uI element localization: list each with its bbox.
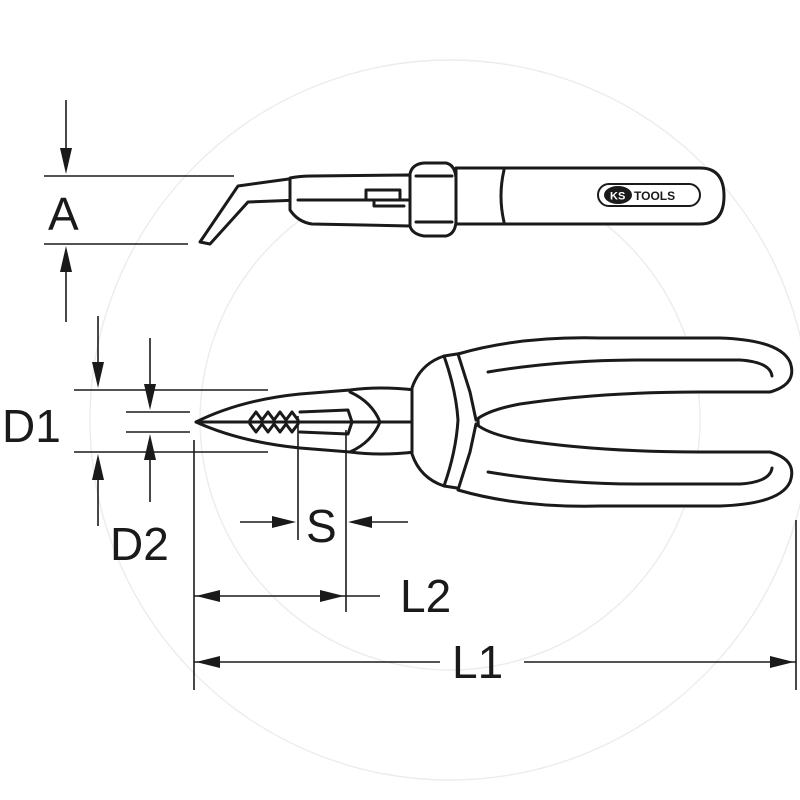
watermark-circle bbox=[89, 59, 800, 781]
top-view bbox=[194, 336, 794, 508]
cutting-edge bbox=[298, 408, 354, 436]
handle-lower bbox=[456, 422, 794, 508]
joint-curve bbox=[348, 390, 382, 454]
dimension-l2: L2 bbox=[193, 440, 451, 690]
dimension-s: S bbox=[240, 416, 408, 612]
logo-text-ks: KS bbox=[610, 191, 625, 203]
handle-upper-grip-line bbox=[486, 358, 774, 378]
side-view: KS TOOLS bbox=[198, 161, 726, 246]
label-d1: D1 bbox=[2, 400, 61, 452]
dim-a-arrow-up bbox=[60, 246, 72, 272]
dim-s-arrow-left bbox=[348, 516, 372, 528]
dim-s-arrow-right bbox=[272, 516, 296, 528]
bent-nose-tip bbox=[198, 176, 302, 246]
dimension-a: A bbox=[44, 100, 234, 322]
dim-l2-arrow-left bbox=[196, 590, 220, 602]
handle-upper bbox=[456, 336, 794, 422]
label-s: S bbox=[306, 500, 337, 552]
brand-logo: KS TOOLS bbox=[597, 183, 701, 207]
handle-lower-grip-line bbox=[486, 466, 774, 486]
serration-upper bbox=[248, 410, 300, 422]
dim-d2-arrow-down bbox=[144, 384, 156, 410]
dimension-l1: L1 bbox=[194, 520, 797, 690]
handle-collar bbox=[408, 161, 458, 238]
dim-l1-arrow-right bbox=[770, 656, 794, 668]
dim-d2-arrow-up bbox=[144, 434, 156, 460]
dim-l1-arrow-left bbox=[196, 656, 220, 668]
collar-rings bbox=[414, 174, 454, 224]
joint-collar-line bbox=[442, 354, 460, 488]
joint-step-lower bbox=[372, 198, 406, 208]
handle-grip bbox=[454, 166, 726, 226]
logo-mark bbox=[604, 186, 632, 204]
label-l1: L1 bbox=[452, 636, 503, 688]
dimension-d2: D2 bbox=[110, 338, 190, 570]
label-d2: D2 bbox=[110, 518, 169, 570]
serration-lower bbox=[248, 422, 300, 434]
dimension-d1: D1 bbox=[2, 316, 268, 526]
label-l2: L2 bbox=[400, 570, 451, 622]
dim-l2-arrow-right bbox=[320, 590, 344, 602]
dim-a-arrow-down bbox=[60, 148, 72, 174]
grip-contour bbox=[499, 168, 506, 224]
dim-d1-arrow-down bbox=[92, 362, 104, 388]
logo-text-tools: TOOLS bbox=[634, 189, 675, 203]
joint-step bbox=[364, 188, 402, 202]
dim-d1-arrow-up bbox=[92, 454, 104, 480]
label-a: A bbox=[48, 188, 79, 240]
